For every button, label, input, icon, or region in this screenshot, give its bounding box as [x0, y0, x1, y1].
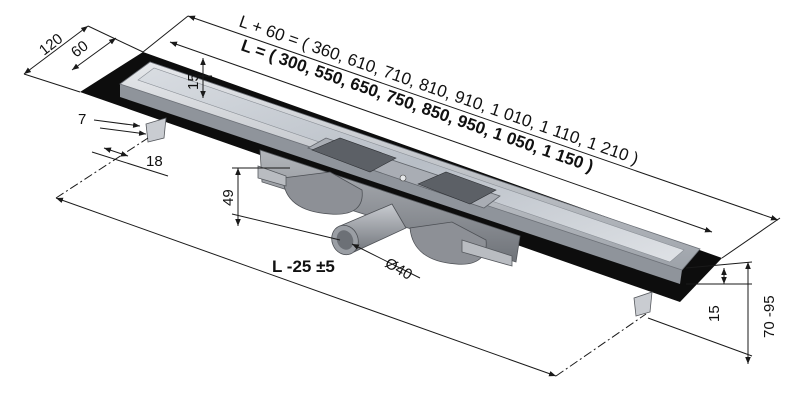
steel-tray-side: [120, 84, 682, 284]
label-dim-7: 7: [78, 111, 86, 128]
label-l-minus-25: L -25 ±5: [272, 257, 335, 276]
center-screw: [399, 174, 407, 182]
left-foot: [145, 117, 167, 143]
label-dim-15-right: 15: [706, 305, 723, 322]
label-dim-18: 18: [146, 153, 163, 170]
label-dim-120: 120: [36, 30, 66, 59]
right-foot: [633, 291, 653, 317]
label-dim-15-top: 15: [185, 73, 202, 90]
label-dim-70-95: 70 -95: [761, 295, 778, 338]
dimension-lines: [23, 15, 781, 377]
label-dim-d40: Ø40: [382, 255, 415, 284]
label-dim-60: 60: [68, 37, 92, 61]
label-dim-49: 49: [220, 189, 237, 206]
